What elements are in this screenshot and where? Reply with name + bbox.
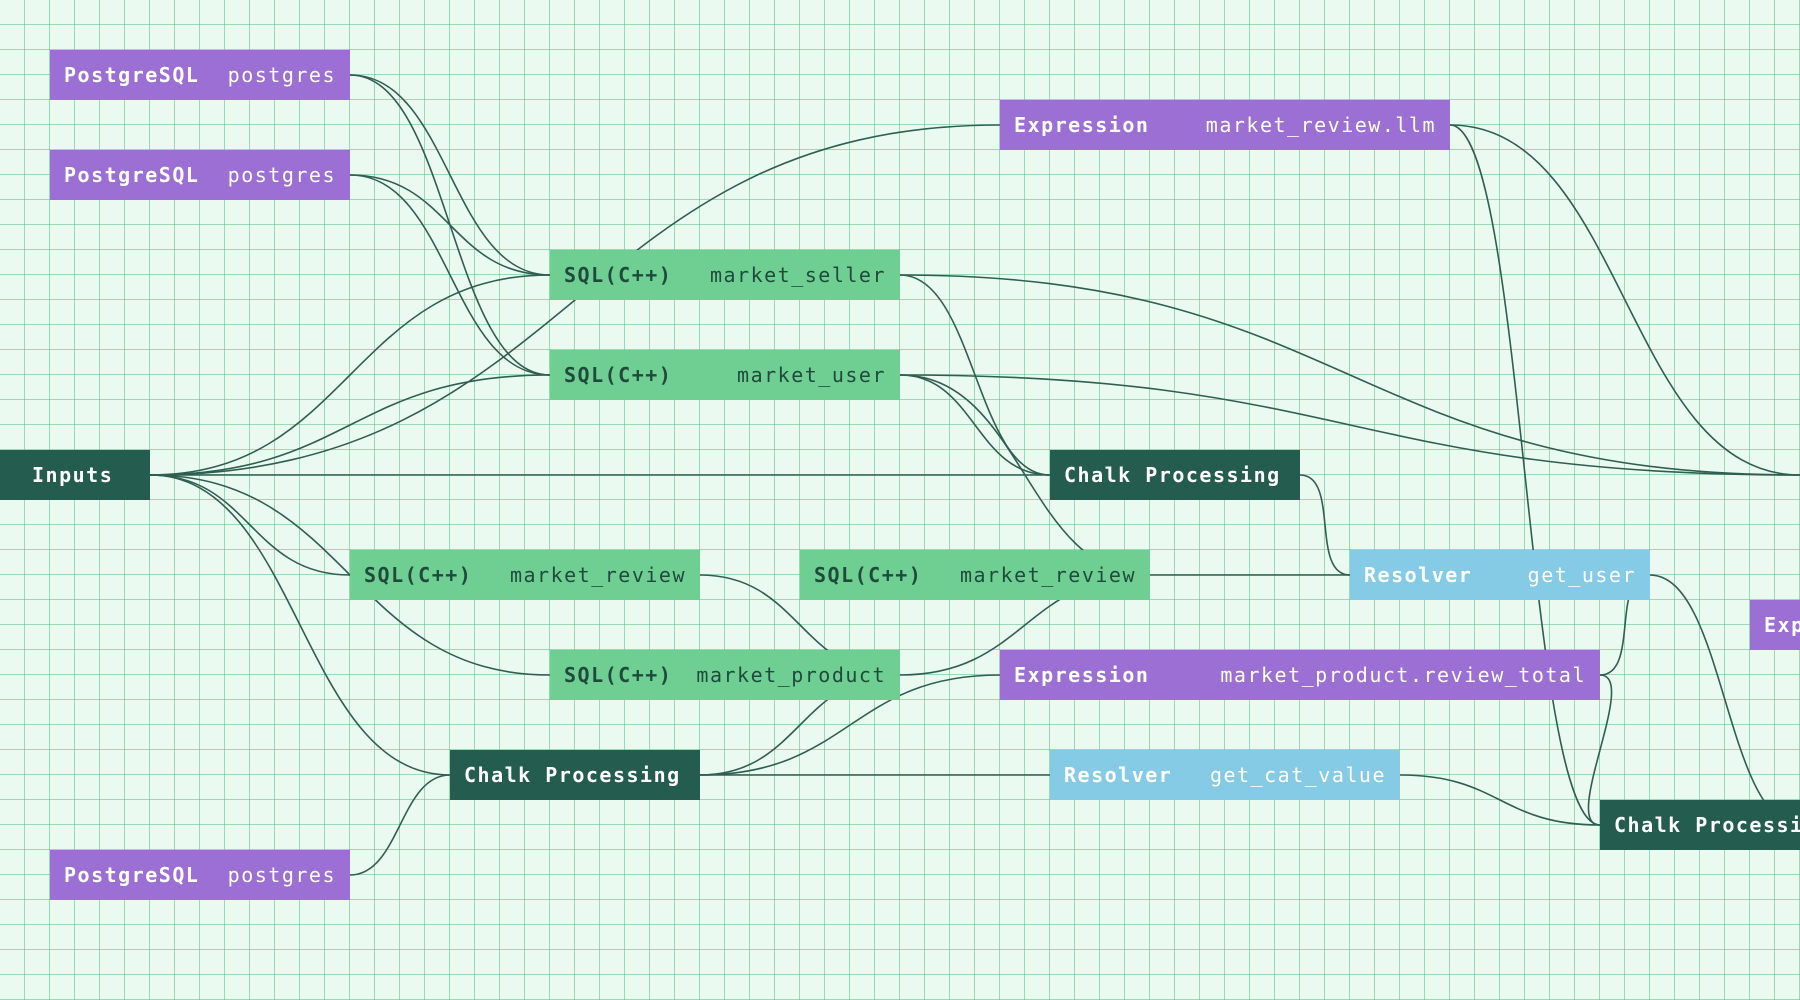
- node-sql-market-product[interactable]: SQL(C++) market_product: [550, 650, 900, 700]
- node-kind: PostgreSQL: [64, 863, 200, 887]
- node-sql-market-review-2[interactable]: SQL(C++) market_review: [800, 550, 1150, 600]
- node-expression-cut-off[interactable]: Exp: [1750, 600, 1800, 650]
- node-name: market_seller: [709, 263, 886, 287]
- edge-inputs-to-expr_llm: [149, 124, 1001, 476]
- node-kind: SQL(C++): [564, 363, 673, 387]
- edge-sql_user-to-chalk1: [899, 374, 1051, 476]
- node-kind: SQL(C++): [564, 263, 673, 287]
- edge-pg1-to-sql_seller: [349, 74, 551, 276]
- edge-res_cat-to-chalk3: [1399, 774, 1601, 826]
- node-kind: Chalk Processing: [464, 763, 681, 787]
- node-expression-market-review-llm[interactable]: Expression market_review.llm: [1000, 100, 1450, 150]
- node-sql-market-review-1[interactable]: SQL(C++) market_review: [350, 550, 700, 600]
- node-sql-market-seller[interactable]: SQL(C++) market_seller: [550, 250, 900, 300]
- node-postgres-3[interactable]: PostgreSQL postgres: [50, 850, 350, 900]
- node-chalk-processing-1[interactable]: Chalk Processing: [1050, 450, 1300, 500]
- node-kind: Chalk Processi: [1614, 813, 1800, 837]
- node-kind: SQL(C++): [364, 563, 473, 587]
- node-kind: PostgreSQL: [64, 163, 200, 187]
- node-inputs[interactable]: Inputs: [0, 450, 150, 500]
- edge-sql_seller-to-edge_right: [899, 274, 1800, 476]
- node-kind: Resolver: [1364, 563, 1473, 587]
- edge-inputs-to-chalk2: [149, 474, 451, 776]
- node-name: postgres: [227, 863, 336, 887]
- node-kind: Expression: [1014, 113, 1150, 137]
- node-postgres-2[interactable]: PostgreSQL postgres: [50, 150, 350, 200]
- node-kind: SQL(C++): [814, 563, 923, 587]
- edge-expr_llm-to-edge_right: [1449, 124, 1800, 476]
- node-chalk-processing-2[interactable]: Chalk Processing: [450, 750, 700, 800]
- edge-chalk2-to-expr_total: [699, 674, 1001, 776]
- node-kind: PostgreSQL: [64, 63, 200, 87]
- edge-inputs-to-sql_user: [149, 374, 551, 476]
- edge-pg2-to-sql_user: [349, 174, 551, 376]
- node-name: market_product: [696, 663, 886, 687]
- node-name: market_product.review_total: [1220, 663, 1586, 687]
- node-resolver-get-cat-value[interactable]: Resolver get_cat_value: [1050, 750, 1400, 800]
- node-expression-market-product-review-total[interactable]: Expression market_product.review_total: [1000, 650, 1600, 700]
- node-postgres-1[interactable]: PostgreSQL postgres: [50, 50, 350, 100]
- node-kind: Chalk Processing: [1064, 463, 1281, 487]
- node-chalk-processing-3[interactable]: Chalk Processi: [1600, 800, 1800, 850]
- node-name: market_review: [509, 563, 686, 587]
- node-kind: Exp: [1764, 613, 1800, 637]
- node-name: get_user: [1527, 563, 1636, 587]
- edge-pg2-to-sql_seller: [349, 174, 551, 276]
- node-name: market_review.llm: [1205, 113, 1436, 137]
- edge-inputs-to-sql_seller: [149, 274, 551, 476]
- node-name: postgres: [227, 163, 336, 187]
- edge-sql_seller-to-chalk1: [899, 274, 1051, 476]
- edge-inputs-to-sql_review1: [149, 474, 351, 576]
- node-kind: Resolver: [1064, 763, 1173, 787]
- node-sql-market-user[interactable]: SQL(C++) market_user: [550, 350, 900, 400]
- edge-chalk1-to-res_user: [1299, 474, 1351, 576]
- edge-expr_llm-to-chalk3: [1449, 124, 1601, 826]
- edge-expr_total-to-chalk3: [1587, 674, 1613, 826]
- node-name: market_review: [959, 563, 1136, 587]
- node-name: market_user: [737, 363, 886, 387]
- node-kind: Inputs: [32, 463, 114, 487]
- node-kind: Expression: [1014, 663, 1150, 687]
- edge-pg3-to-chalk2: [349, 774, 451, 876]
- node-resolver-get-user[interactable]: Resolver get_user: [1350, 550, 1650, 600]
- node-name: get_cat_value: [1209, 763, 1386, 787]
- node-name: postgres: [227, 63, 336, 87]
- node-kind: SQL(C++): [564, 663, 673, 687]
- edge-sql_user-to-edge_right: [899, 374, 1800, 476]
